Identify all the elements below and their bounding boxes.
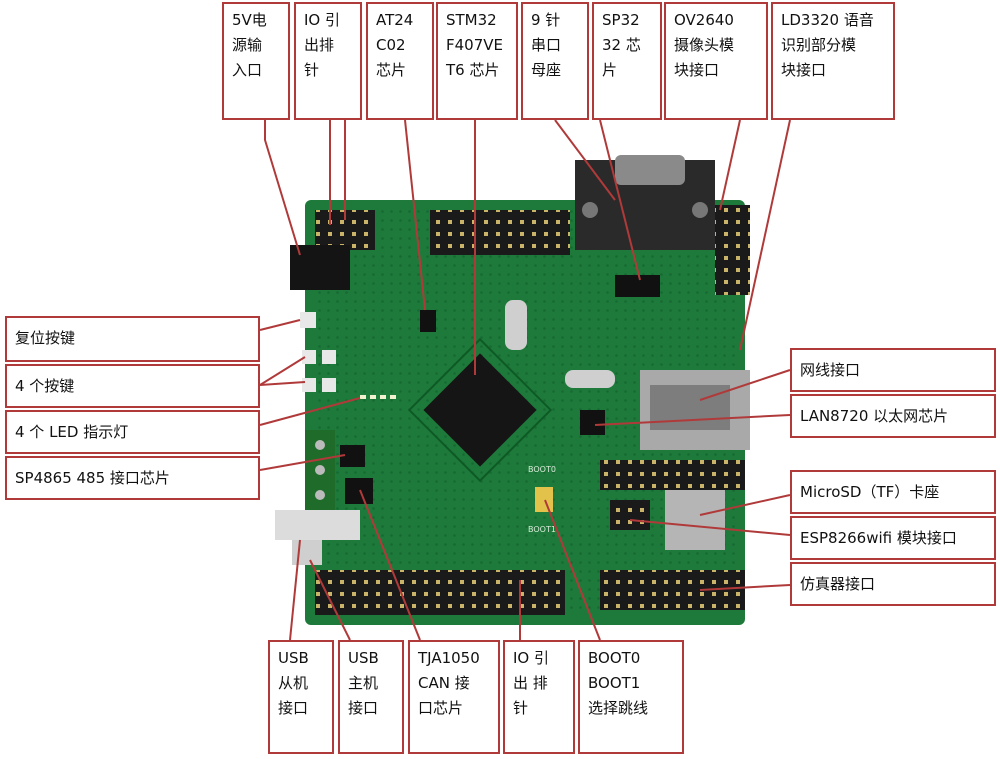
terminal-screw-2 [315, 465, 325, 475]
callout-io-header-top: IO 引 出排 针 [294, 2, 362, 120]
top-pin-header-main [430, 210, 570, 255]
callout-ld3320: LD3320 语音 识别部分模 块接口 [771, 2, 895, 120]
bottom-pin-header-left [315, 570, 565, 615]
key-button-2 [322, 350, 336, 364]
at24c02-chip [420, 310, 436, 332]
right-pin-header [600, 460, 745, 490]
callout-4-keys: 4 个按键 [5, 364, 260, 408]
callout-lan8720: LAN8720 以太网芯片 [790, 394, 996, 438]
led-4 [390, 395, 396, 399]
stm32-mcu [423, 353, 537, 467]
callout-sp3232: SP32 32 芯 片 [592, 2, 662, 120]
crystal-rtc [565, 370, 615, 388]
callout-emulator: 仿真器接口 [790, 562, 996, 606]
key-button-3 [302, 378, 316, 392]
boot-jumper-block [535, 487, 553, 512]
microsd-slot [665, 490, 725, 550]
terminal-screw-1 [315, 440, 325, 450]
esp8266-header [610, 500, 650, 530]
crystal-main [505, 300, 527, 350]
callout-serial-9pin: 9 针 串口 母座 [521, 2, 589, 120]
callout-sp4865: SP4865 485 接口芯片 [5, 456, 260, 500]
power-jack [290, 245, 350, 290]
boot0-silkscreen: BOOT0 [528, 465, 556, 474]
led-3 [380, 395, 386, 399]
tja1050-chip [345, 478, 373, 504]
led-1 [360, 395, 366, 399]
led-2 [370, 395, 376, 399]
callout-at24c02: AT24 C02 芯片 [366, 2, 434, 120]
sp3232-chip [615, 275, 660, 297]
callout-stm32: STM32 F407VE T6 芯片 [436, 2, 518, 120]
callout-usb-host: USB 主机 接口 [338, 640, 404, 754]
top-pin-header-left [315, 210, 375, 250]
callout-io-header-bottom: IO 引 出 排 针 [503, 640, 575, 754]
callout-4-leds: 4 个 LED 指示灯 [5, 410, 260, 454]
ov2640-header [715, 205, 750, 295]
sp4865-chip [340, 445, 365, 467]
callout-boot-jumper: BOOT0 BOOT1 选择跳线 [578, 640, 684, 754]
emulator-header [600, 570, 745, 610]
callout-tja1050: TJA1050 CAN 接 口芯片 [408, 640, 500, 754]
boot1-silkscreen: BOOT1 [528, 525, 556, 534]
callout-ethernet-port: 网线接口 [790, 348, 996, 392]
db9-shell [615, 155, 685, 185]
usb-slave-connector [275, 510, 360, 540]
reset-button [300, 312, 316, 328]
callout-usb-slave: USB 从机 接口 [268, 640, 334, 754]
callout-5v-power-input: 5V电 源输 入口 [222, 2, 290, 120]
key-button-4 [322, 378, 336, 392]
callout-ov2640: OV2640 摄像头模 块接口 [664, 2, 768, 120]
usb-host-connector [292, 540, 322, 565]
db9-screw-right [692, 202, 708, 218]
terminal-screw-3 [315, 490, 325, 500]
stm32-mcu-outline [407, 337, 553, 483]
callout-esp8266: ESP8266wifi 模块接口 [790, 516, 996, 560]
rj45-opening [650, 385, 730, 430]
callout-microsd: MicroSD（TF）卡座 [790, 470, 996, 514]
key-button-1 [302, 350, 316, 364]
callout-reset-key: 复位按键 [5, 316, 260, 362]
lan8720-chip [580, 410, 605, 435]
db9-screw-left [582, 202, 598, 218]
